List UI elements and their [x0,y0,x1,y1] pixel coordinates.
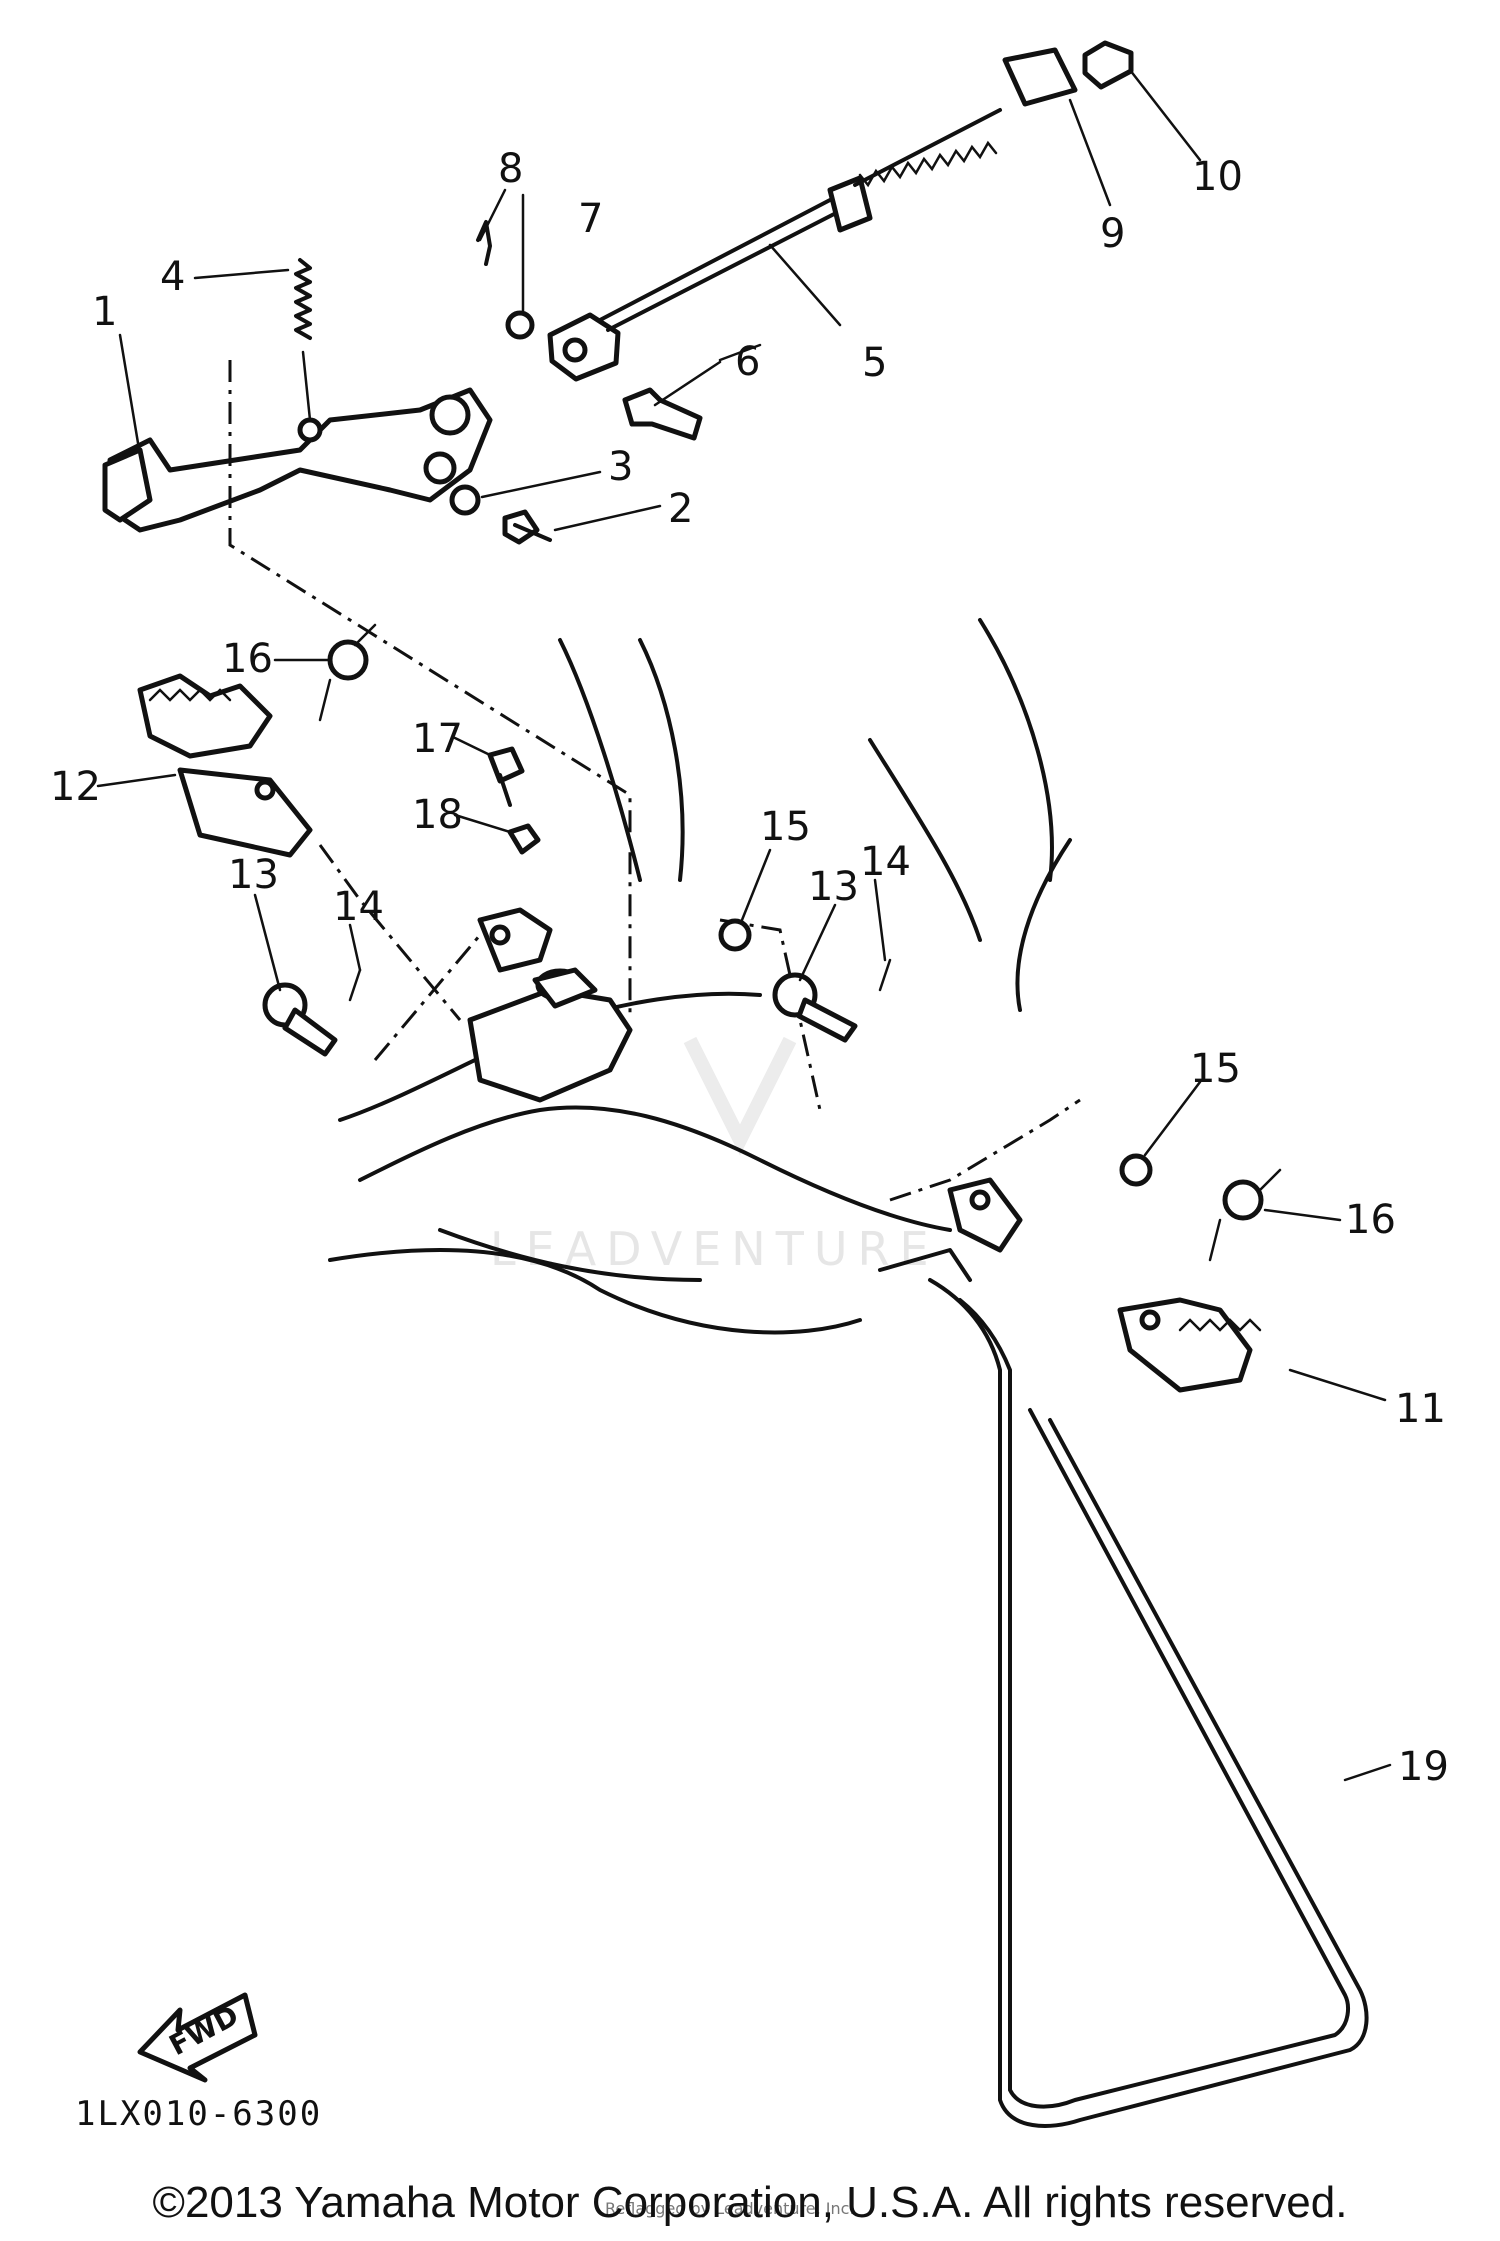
callout-15-middle: 15 [760,804,811,850]
leader-lines [96,68,1392,1782]
callout-10: 10 [1192,154,1243,200]
callout-8: 8 [498,146,523,192]
callout-7: 7 [578,196,603,242]
callout-19: 19 [1398,1744,1449,1790]
callout-16-left: 16 [222,636,273,682]
callout-12: 12 [50,764,101,810]
fwd-arrow: FWD [137,1992,258,2083]
stand [878,1248,1369,2128]
copyright-notice: ©2013 Yamaha Motor Corporation, U.S.A. A… [152,2178,1348,2227]
frame-footrest-assembly [137,618,1282,1393]
callout-labels: 1 2 3 4 5 6 7 8 9 10 11 12 13 13 14 14 1… [50,146,1449,1790]
callout-5: 5 [862,340,887,386]
callout-11: 11 [1395,1386,1446,1432]
callout-4: 4 [160,254,185,300]
callout-14-left: 14 [333,884,384,930]
callout-17: 17 [412,716,463,762]
callout-14-middle: 14 [860,839,911,885]
callout-3: 3 [608,444,633,490]
callout-15-right: 15 [1190,1046,1241,1092]
diagram-code: 1LX010-6300 [75,2094,322,2134]
callout-13-left: 13 [228,852,279,898]
callout-1: 1 [92,289,117,335]
callout-6: 6 [735,339,760,385]
callout-2: 2 [668,486,693,532]
callout-16-right: 16 [1345,1197,1396,1243]
callout-9: 9 [1100,211,1125,257]
watermark-small: Reflagged by Leadventure, Inc. [605,2199,855,2218]
callout-13-middle: 13 [808,864,859,910]
brake-pedal-assembly [102,40,1134,1020]
callout-18: 18 [412,792,463,838]
